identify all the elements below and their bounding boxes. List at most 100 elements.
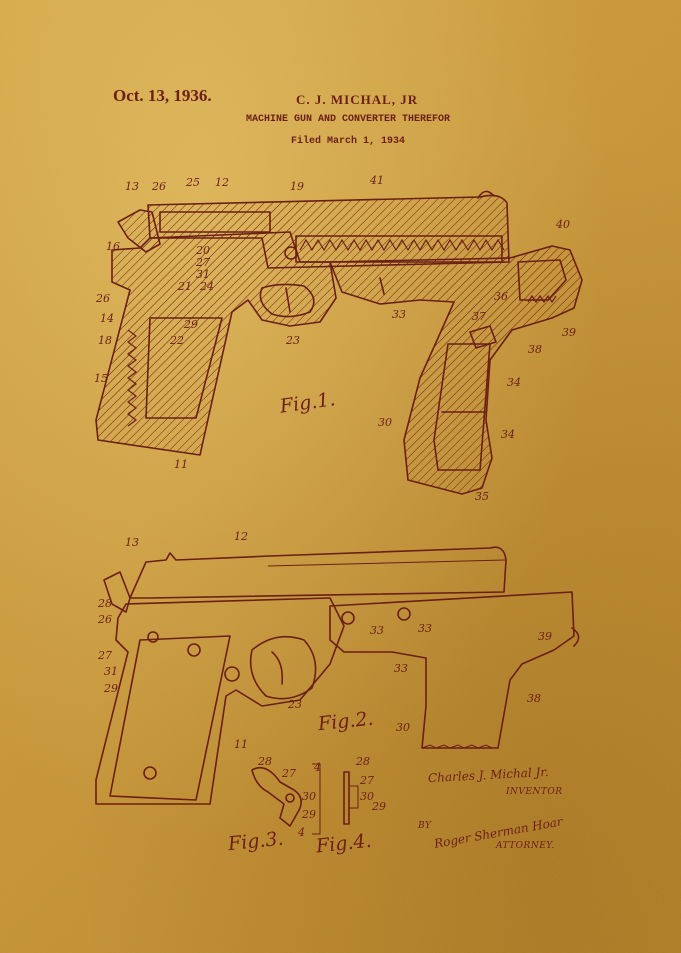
fig2-numeral: 26 [97,613,112,626]
fig2-grip-panel [109,635,231,801]
fig1-numeral: 18 [98,334,112,347]
fig2-drawing [95,546,580,805]
fig2-grip-screw [143,766,157,780]
fig1-numeral: 33 [392,308,406,321]
fig1-numeral: 27 [195,256,210,269]
fig1-numeral: 24 [199,280,214,293]
fig1-numeral: 19 [290,180,304,193]
fig1-mainspring [127,329,137,427]
fig2-numeral: 12 [234,530,248,543]
fig1-latch [469,325,497,349]
fig1-recoil-spring [299,238,505,252]
fig2-trigger-guard [249,635,317,700]
fig2-numeral: 29 [103,682,118,695]
patent-date: Oct. 13, 1936. [113,86,212,105]
fig1-latch-spring [527,294,557,304]
fig1-numeral: 37 [472,310,486,323]
fig1-trigger-guard [259,283,315,318]
fig2-grip-screw [187,643,201,657]
fig2-numeral: 23 [287,698,302,711]
fig1-numeral: 22 [169,334,184,347]
fig1-numeral: 34 [507,376,521,389]
fig2-reference-numerals: 13 12 28 26 27 31 29 33 33 39 33 23 38 3… [97,530,552,751]
fig34-numeral: 27 [359,774,374,787]
fig2-numeral: 33 [394,662,408,675]
fig1-pin [284,246,298,260]
filed-date: Filed March 1, 1934 [291,136,406,147]
fig34-numeral: 29 [301,808,316,821]
fig1-numeral: 20 [195,244,210,257]
fig2-numeral: 13 [125,536,139,549]
fig2-numeral: 30 [396,721,410,734]
fig34-numeral: 4 [313,761,321,774]
fig1-drawing [95,190,583,495]
fig1-numeral: 39 [562,326,576,339]
fig2-numeral: 11 [234,738,248,751]
fig3-drawing: 28 27 30 29 4 4 Fig.3. [226,755,321,855]
fig2-stock-button [571,627,580,647]
fig2-stock-screw [341,611,355,625]
fig34-numeral: 27 [281,767,296,780]
patent-title: MACHINE GUN AND CONVERTER THEREFOR [246,114,451,125]
fig4-tab [349,785,359,809]
fig2-label: Fig.2. [316,708,375,736]
fig2-converter-stock [329,591,575,749]
fig1-numeral: 29 [183,318,198,331]
fig1-numeral: 11 [174,458,188,471]
inventor-signature: Charles J. Michal Jr. [428,765,549,785]
fig1-numeral: 36 [494,290,508,303]
fig1-numeral: 12 [215,176,229,189]
fig2-numeral: 38 [527,692,541,705]
fig4-label: Fig.4. [314,830,373,858]
fig1-numeral: 21 [177,280,192,293]
fig34-numeral: 30 [360,790,374,803]
fig2-numeral: 39 [538,630,552,643]
fig2-stock-screw [397,607,411,621]
fig3-section-line [312,763,321,835]
fig4-part [343,771,350,825]
fig1-slide-bore [159,211,271,233]
fig1-numeral: 26 [151,180,166,193]
fig1-numeral: 13 [125,180,139,193]
fig1-numeral: 35 [475,490,489,503]
fig1-magazine-well [433,343,491,471]
fig2-slide-line [267,559,506,567]
fig1-numeral: 26 [95,292,110,305]
fig1-screw [379,277,385,295]
fig1-label: Fig.1. [278,388,337,418]
fig1-numeral: 30 [378,416,392,429]
fig3-part [251,766,302,827]
fig2-pin [147,631,159,643]
signature-block: Charles J. Michal Jr. INVENTOR BY Roger … [417,765,565,851]
fig2-trigger [271,651,284,685]
fig3-pivot [285,793,295,803]
fig2-hammer [103,571,131,613]
fig1-grip-panel [145,317,223,419]
inventor-name-header: C. J. MICHAL, JR [296,92,419,107]
fig2-frame [95,597,345,805]
fig1-converter-stock [329,245,583,495]
fig2-numeral: 28 [97,597,112,610]
fig34-numeral: 30 [302,790,316,803]
fig1-numeral: 25 [185,176,200,189]
fig2-break-line [421,744,493,749]
attorney-caption: ATTORNEY. [495,841,555,851]
fig34-numeral: 28 [355,755,370,768]
fig1-numeral: 16 [106,240,120,253]
fig4-drawing: 28 27 30 29 Fig.4. [314,755,386,858]
fig1-numeral: 38 [528,343,542,356]
fig2-slide-stop [224,666,240,682]
fig2-slide [129,546,507,599]
fig2-numeral: 33 [370,624,384,637]
fig34-numeral: 28 [257,755,272,768]
fig1-numeral: 23 [285,334,300,347]
fig2-numeral: 33 [418,622,432,635]
fig1-stock-cavity [517,259,567,301]
fig1-numeral: 14 [100,312,114,325]
fig34-numeral: 4 [297,826,305,839]
fig1-numeral: 40 [555,218,570,231]
fig3-label: Fig.3. [226,828,285,856]
